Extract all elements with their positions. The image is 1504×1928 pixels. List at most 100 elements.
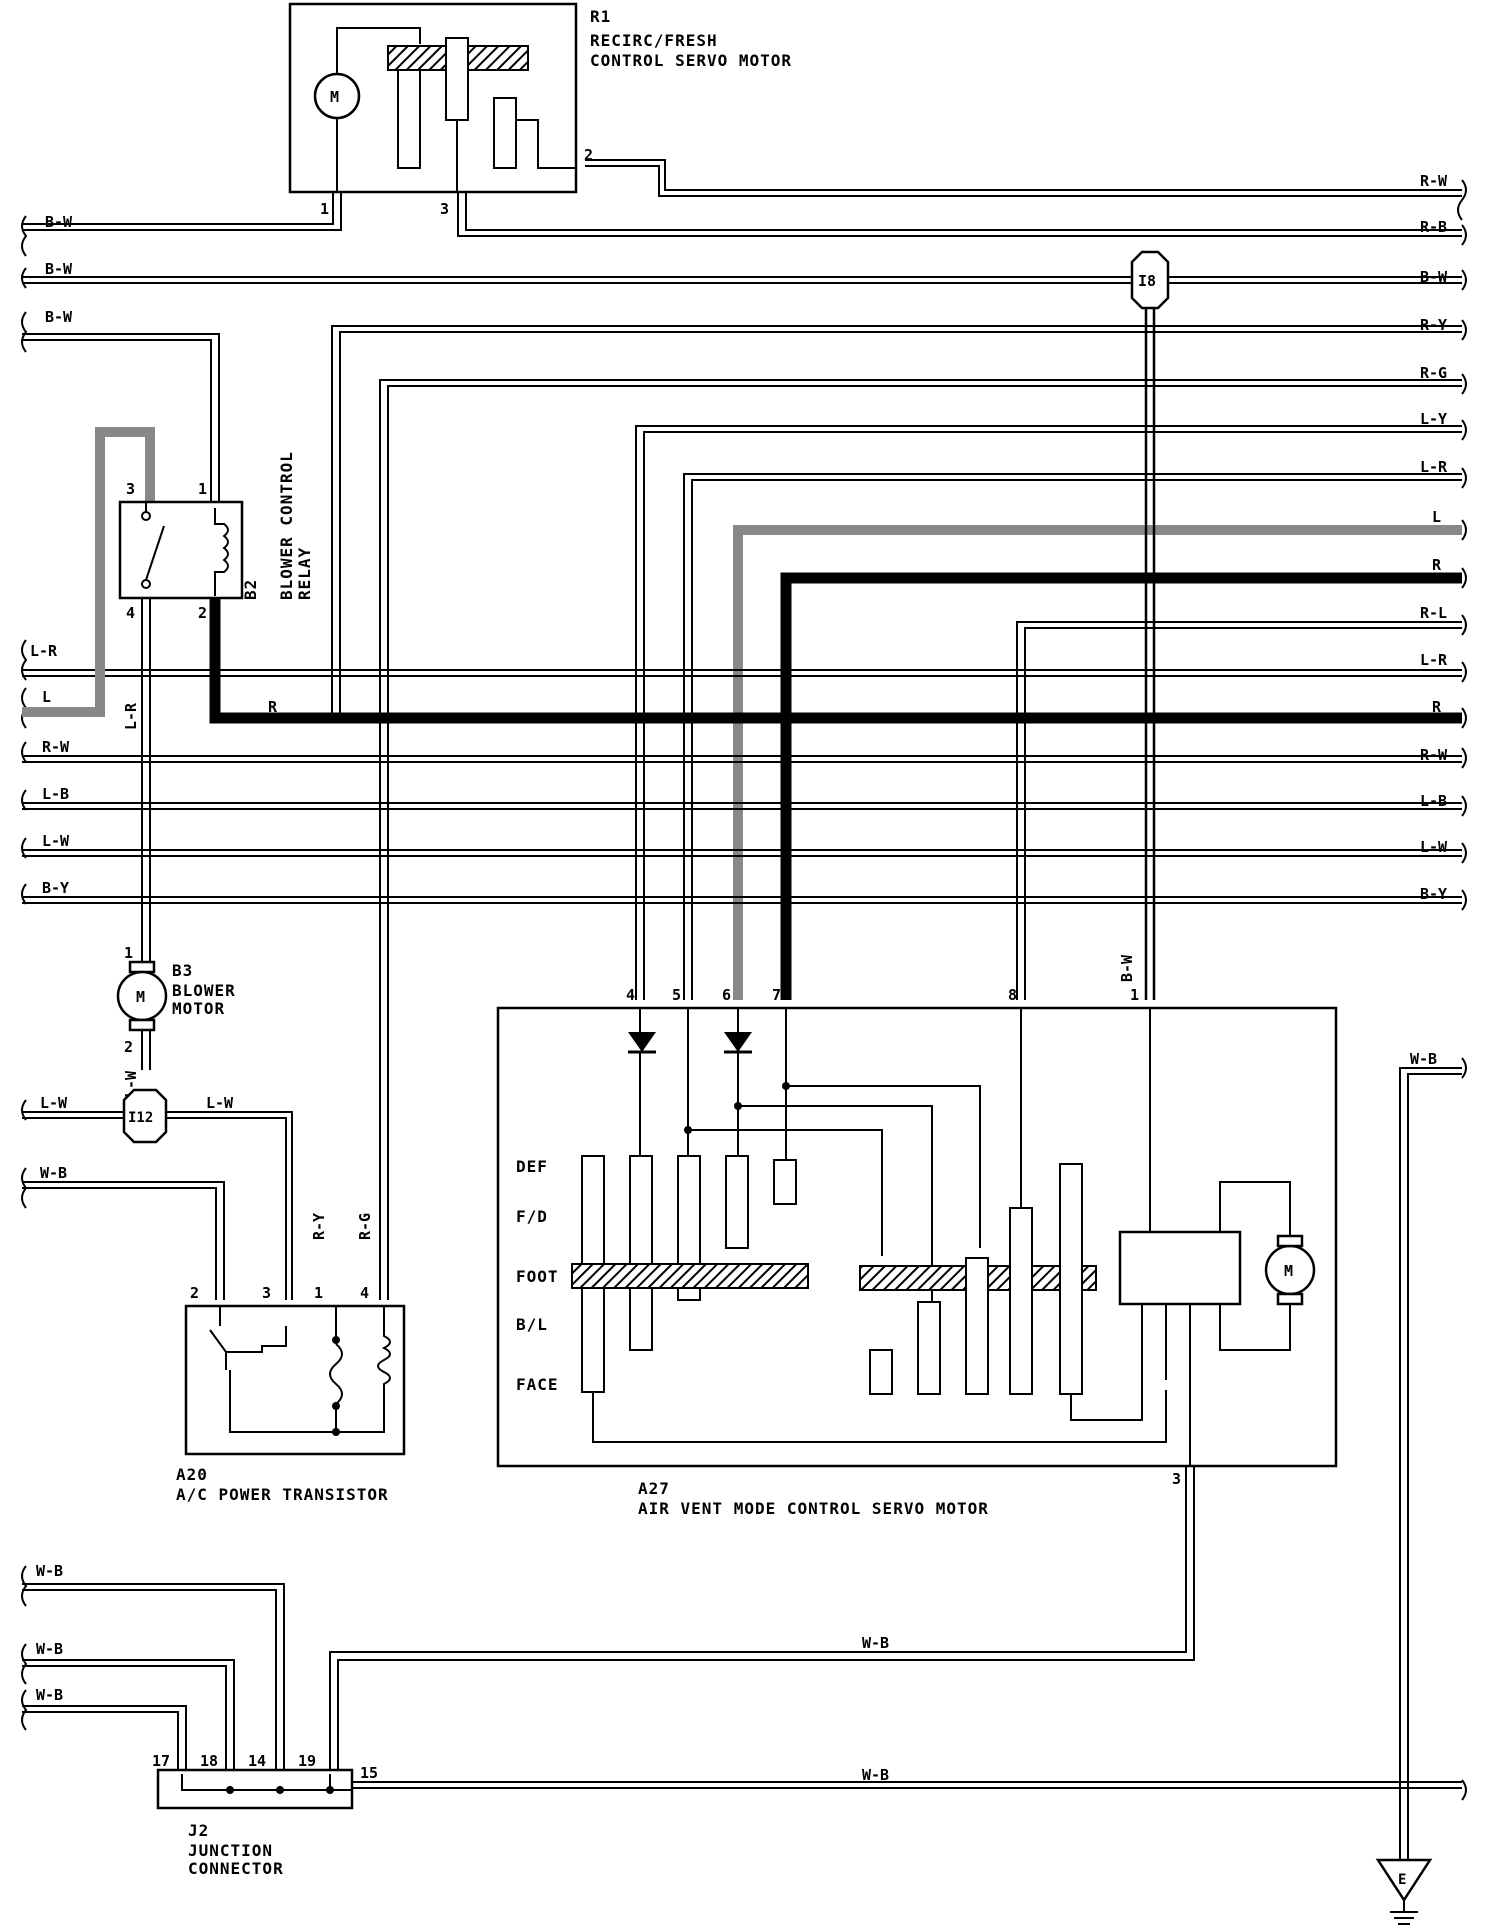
wire-label: L-R: [1420, 458, 1448, 476]
pin-label: 4: [360, 1284, 369, 1302]
i12-connector: I12 L-W: [22, 1088, 293, 1300]
pin-label: 1: [124, 944, 133, 962]
pin-label: 3: [440, 200, 449, 218]
b2-line1: BLOWER CONTROL: [277, 451, 296, 600]
wire-label: R-W: [1420, 746, 1448, 764]
wire-label: B-W: [45, 260, 73, 278]
pin-label: 1: [1130, 986, 1139, 1004]
right-wire-labels: R-W R-B B-W R-Y R-G L-Y L-R L R R-L L-R …: [1420, 172, 1448, 903]
a27-line1: AIR VENT MODE CONTROL SERVO MOTOR: [638, 1499, 989, 1518]
wire-label: L: [42, 688, 51, 706]
wire-label: R-Y: [310, 1213, 328, 1240]
pin-label: 4: [126, 604, 135, 622]
wire-label: L-R: [122, 702, 140, 730]
mode-label-def: DEF: [516, 1157, 548, 1176]
r1-id: R1: [590, 7, 611, 26]
wire-label: R-G: [1420, 364, 1447, 382]
wire-label: L-R: [1420, 651, 1448, 669]
i12-label: I12: [128, 1110, 153, 1126]
motor-label: M: [1284, 1262, 1293, 1280]
mode-label-face: FACE: [516, 1375, 559, 1394]
ground-symbol: E: [1375, 1858, 1433, 1925]
wire-label: R: [1432, 698, 1442, 716]
a20-line1: A/C POWER TRANSISTOR: [176, 1485, 389, 1504]
j2-junction-connector: J2 JUNCTION CONNECTOR 17 18 14 19 15: [152, 1752, 378, 1878]
pin-label: 5: [672, 986, 681, 1004]
pin-label: 15: [360, 1764, 378, 1782]
mode-label-fd: F/D: [516, 1207, 548, 1226]
pin-label: 17: [152, 1752, 170, 1770]
wire-label: R-W: [1420, 172, 1448, 190]
b3-blower-motor: M B3 BLOWER MOTOR 1 2: [116, 944, 236, 1056]
left-wire-labels: B-W B-W B-W L-R L R-W L-B L-W B-Y L-W W-…: [30, 213, 73, 1704]
wire-label: B-W: [1118, 954, 1136, 982]
pin-label: 7: [772, 986, 781, 1004]
wire-label: R-L: [1420, 604, 1447, 622]
pin-label: 3: [262, 1284, 271, 1302]
wire-label: B-Y: [42, 879, 69, 897]
pin-label: 19: [298, 1752, 316, 1770]
wire-label: B-Y: [1420, 885, 1447, 903]
wire-label: L-W: [40, 1094, 68, 1112]
wire-label: W-B: [862, 1634, 889, 1652]
pin-label: 14: [248, 1752, 266, 1770]
wire-label: L-B: [42, 785, 69, 803]
b3-line1: BLOWER: [172, 981, 236, 1000]
j2-line2: CONNECTOR: [188, 1859, 284, 1878]
pin-label: 8: [1008, 986, 1017, 1004]
wire-label: W-B: [36, 1562, 63, 1580]
wire-label: R-Y: [1420, 316, 1447, 334]
wire-label: L-W: [206, 1094, 234, 1112]
i8-label: I8: [1138, 272, 1156, 290]
right-break-marks: [1457, 179, 1467, 1801]
wire-label: L-B: [1420, 792, 1447, 810]
j2-line1: JUNCTION: [188, 1841, 273, 1860]
pin-label: 2: [190, 1284, 199, 1302]
pin-label: 3: [126, 480, 135, 498]
pin-label: 6: [722, 986, 731, 1004]
wire-label: W-B: [1410, 1050, 1437, 1068]
wire-label: R-G: [356, 1213, 374, 1240]
wire-label: L-W: [1420, 838, 1448, 856]
pin-label: 1: [198, 480, 207, 498]
a20-power-transistor: A20 A/C POWER TRANSISTOR 2 3 1 4: [176, 1284, 406, 1504]
pin-label: 18: [200, 1752, 218, 1770]
j2-id: J2: [188, 1821, 209, 1840]
pin-label: 3: [1172, 1470, 1181, 1488]
pin-label: 2: [124, 1038, 133, 1056]
r1-line2: CONTROL SERVO MOTOR: [590, 51, 792, 70]
pin-label: 1: [314, 1284, 323, 1302]
wire-label: L: [1432, 508, 1441, 526]
wire-label: B-W: [45, 308, 73, 326]
motor-label: M: [330, 88, 339, 106]
wire-label: R: [1432, 556, 1442, 574]
wire-label: R-W: [42, 738, 70, 756]
left-break-marks: [21, 215, 28, 1731]
wire-label: W-B: [36, 1686, 63, 1704]
pin-label: 1: [320, 200, 329, 218]
r1-servo-motor: M R1 RECIRC/FRESH CONTROL SERVO MOTOR 1 …: [288, 2, 792, 218]
wire-label: W-B: [40, 1164, 67, 1182]
pin-label: 2: [198, 604, 207, 622]
wire-label: W-B: [36, 1640, 63, 1658]
a20-id: A20: [176, 1465, 208, 1484]
ground-label: E: [1398, 1872, 1406, 1888]
a27-id: A27: [638, 1479, 670, 1498]
wire-label: R: [268, 698, 278, 716]
pin-label: 4: [626, 986, 635, 1004]
pin-label: 2: [584, 146, 593, 164]
mode-label-bl: B/L: [516, 1315, 548, 1334]
r1-line1: RECIRC/FRESH: [590, 31, 718, 50]
wire-label: W-B: [862, 1766, 889, 1784]
b3-line2: MOTOR: [172, 999, 225, 1018]
b2-id: B2: [241, 579, 260, 600]
wire-label: L-W: [42, 832, 70, 850]
wire-label: L-R: [30, 642, 58, 660]
b2-line2: RELAY: [295, 547, 314, 600]
wire-label: B-W: [1420, 268, 1448, 286]
a27-servo-motor: M DEF F/D FOOT B/L FACE A27 AIR VENT MOD…: [496, 986, 1338, 1518]
wire-label: L-Y: [1420, 410, 1447, 428]
motor-label: M: [136, 988, 145, 1006]
b2-relay: B2 BLOWER CONTROL RELAY 3 1 4 2 R: [22, 333, 314, 717]
